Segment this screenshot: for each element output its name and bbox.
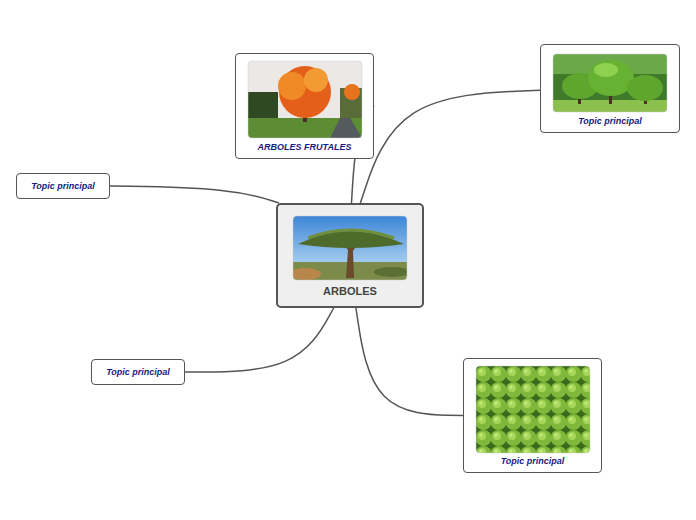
road: [330, 118, 362, 138]
branch-connector: [185, 308, 334, 372]
canopy: [279, 66, 331, 118]
branch-connector: [360, 90, 540, 203]
branch-connector: [356, 308, 463, 416]
autumn-tree-photo: [248, 61, 362, 138]
trunk: [609, 90, 612, 104]
canopy-highlight: [308, 230, 394, 238]
photo-frame: [553, 54, 667, 112]
branch-connector: [110, 186, 279, 203]
topiary-photo: [553, 54, 667, 112]
bush-highlight: [594, 63, 618, 77]
trunk: [340, 238, 360, 278]
photo-frame: [476, 366, 590, 453]
shrubs-photo: [476, 366, 590, 453]
topic-label: ARBOLES: [278, 285, 422, 297]
bush: [562, 73, 598, 99]
trunk: [578, 92, 581, 104]
main-topic: Topic principal: [540, 44, 680, 133]
photo-frame: [293, 216, 407, 280]
canopy-highlight: [278, 72, 306, 100]
trunk: [303, 100, 307, 122]
main-topic: Topic principal: [91, 359, 185, 385]
dragon-tree-photo: [293, 216, 407, 280]
topic-label: Topic principal: [92, 367, 184, 377]
topic-label: ARBOLES FRUTALES: [236, 142, 373, 152]
canopy-highlight: [304, 68, 328, 92]
topic-label: Topic principal: [17, 181, 109, 191]
sky: [293, 216, 407, 280]
lawn: [553, 100, 667, 112]
background-trees: [553, 54, 667, 74]
small-tree: [344, 84, 360, 100]
bush: [374, 267, 407, 277]
topic-label: Topic principal: [464, 456, 601, 466]
background: [553, 54, 667, 112]
main-topic: ARBOLES FRUTALES: [235, 53, 374, 159]
bush: [627, 75, 663, 101]
photo-frame: [248, 61, 362, 138]
hedge: [248, 92, 278, 132]
main-topic: Topic principal: [463, 358, 602, 473]
shrubs: [476, 366, 590, 453]
ground: [293, 262, 407, 280]
central-topic: ARBOLES: [276, 203, 424, 308]
rock: [293, 268, 321, 280]
main-topic: Topic principal: [16, 173, 110, 199]
canopy: [298, 231, 404, 248]
lawn: [248, 118, 362, 138]
sky: [248, 61, 362, 138]
bush: [588, 60, 634, 96]
topic-label: Topic principal: [541, 116, 679, 126]
background-trees: [340, 88, 362, 128]
trunk: [644, 94, 647, 104]
